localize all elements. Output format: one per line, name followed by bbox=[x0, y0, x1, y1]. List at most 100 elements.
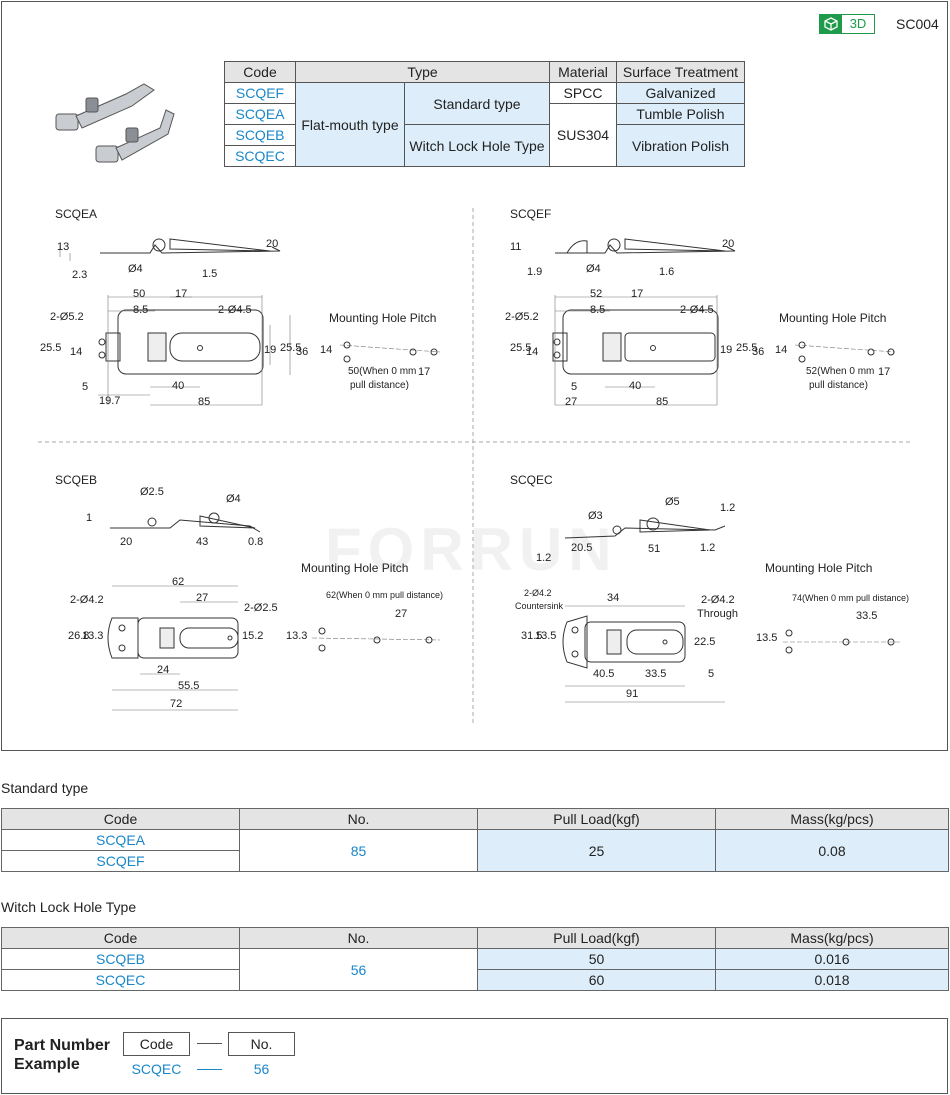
dim: 62 bbox=[172, 576, 185, 588]
code-link[interactable]: SCQEA bbox=[224, 103, 296, 125]
dim: 11 bbox=[510, 241, 522, 253]
pn-code-header: Code bbox=[123, 1032, 190, 1056]
drawing-label-scqeb: SCQEB bbox=[55, 473, 98, 487]
dim: 31.5 bbox=[521, 630, 543, 642]
mass-value: 0.08 bbox=[715, 829, 949, 872]
3d-label: 3D bbox=[849, 16, 867, 31]
dim: Through bbox=[697, 608, 738, 620]
dim: 20 bbox=[722, 238, 735, 250]
cube-icon bbox=[820, 15, 842, 33]
dim: 40 bbox=[629, 380, 642, 392]
material-sus: SUS304 bbox=[549, 103, 617, 167]
pn-no-example: 56 bbox=[253, 1061, 270, 1077]
product-photo bbox=[55, 83, 175, 163]
dim: 55.5 bbox=[178, 680, 200, 692]
dim: 85 bbox=[198, 396, 211, 408]
dim: 26.8 bbox=[68, 630, 90, 642]
col-pull-load: Pull Load(kgf) bbox=[477, 927, 716, 949]
code-link[interactable]: SCQEC bbox=[224, 145, 296, 167]
no-value[interactable]: 56 bbox=[239, 948, 478, 991]
dim: 20.5 bbox=[571, 542, 593, 554]
dim: 1 bbox=[86, 512, 93, 524]
dim: 22.5 bbox=[694, 636, 716, 648]
dim: 5 bbox=[571, 381, 578, 393]
mounting-title: Mounting Hole Pitch bbox=[779, 311, 887, 325]
dim: 15.2 bbox=[242, 630, 264, 642]
drawing-label-scqea: SCQEA bbox=[55, 207, 98, 221]
dim: Ø5 bbox=[665, 496, 680, 508]
dim: 36 bbox=[752, 346, 765, 358]
col-no: No. bbox=[239, 808, 478, 830]
col-pull-load: Pull Load(kgf) bbox=[477, 808, 716, 830]
dim: 52 bbox=[590, 288, 603, 300]
dim: 2-Ø4.5 bbox=[680, 304, 714, 316]
pn-separator bbox=[197, 1069, 222, 1070]
dim: 1.9 bbox=[527, 266, 543, 278]
dim: 85 bbox=[656, 396, 669, 408]
code-link[interactable]: SCQEF bbox=[224, 82, 296, 104]
dim: Ø4 bbox=[128, 263, 143, 275]
dim: 43 bbox=[196, 536, 209, 548]
part-number-label-line2: Example bbox=[14, 1056, 80, 1073]
scqea-drawing bbox=[59, 238, 441, 406]
dim: Ø4 bbox=[226, 493, 241, 505]
drawing-dividers bbox=[38, 208, 912, 725]
dim: Countersink bbox=[515, 601, 564, 611]
dim: 5 bbox=[708, 668, 715, 680]
3d-model-button[interactable]: 3D bbox=[819, 14, 875, 34]
dim: 2-Ø4.5 bbox=[218, 304, 252, 316]
dim: 1.2 bbox=[700, 542, 716, 554]
col-type: Type bbox=[295, 61, 550, 83]
dim: 40.5 bbox=[593, 668, 615, 680]
standard-section-title: Standard type bbox=[1, 780, 89, 796]
col-code: Code bbox=[1, 927, 240, 949]
code-link[interactable]: SCQEF bbox=[1, 850, 240, 872]
pitch-dim: 50(When 0 mm bbox=[348, 366, 417, 377]
pitch-dim: 17 bbox=[878, 366, 891, 378]
dim: 8.5 bbox=[133, 304, 149, 316]
dim: 1.6 bbox=[659, 266, 675, 278]
lock-table: Code No. Pull Load(kgf) Mass(kg/pcs) SCQ… bbox=[1, 927, 949, 991]
dim: 1.2 bbox=[536, 552, 552, 564]
series-code: SC004 bbox=[896, 16, 939, 32]
dim: 27 bbox=[196, 592, 209, 604]
dim: 34 bbox=[607, 592, 620, 604]
no-value[interactable]: 85 bbox=[239, 829, 478, 872]
col-mass: Mass(kg/pcs) bbox=[715, 808, 949, 830]
scqec-drawing bbox=[562, 517, 900, 703]
mounting-title: Mounting Hole Pitch bbox=[301, 561, 409, 575]
dim: 13.5 bbox=[535, 630, 557, 642]
col-material: Material bbox=[549, 61, 617, 83]
type-main: Flat-mouth type bbox=[295, 82, 405, 167]
dim: 17 bbox=[175, 288, 188, 300]
dim: 36 bbox=[296, 346, 309, 358]
code-link[interactable]: SCQEC bbox=[1, 969, 240, 991]
dim: 14 bbox=[70, 346, 83, 358]
dim: 20 bbox=[266, 238, 279, 250]
dim: 20 bbox=[120, 536, 133, 548]
lock-section-title: Witch Lock Hole Type bbox=[1, 899, 137, 915]
code-link[interactable]: SCQEB bbox=[1, 948, 240, 970]
dim: 2-Ø2.5 bbox=[244, 602, 278, 614]
dim: 72 bbox=[170, 698, 183, 710]
col-no: No. bbox=[239, 927, 478, 949]
mounting-title: Mounting Hole Pitch bbox=[329, 311, 437, 325]
spec-table: Code Type Material Surface Treatment SCQ… bbox=[224, 61, 745, 167]
pitch-dim: 27 bbox=[395, 608, 408, 620]
code-link[interactable]: SCQEA bbox=[1, 829, 240, 851]
pitch-dim: 13.5 bbox=[756, 632, 778, 644]
dim: 27 bbox=[565, 396, 578, 408]
dim: 0.8 bbox=[248, 536, 264, 548]
dim: 19.7 bbox=[99, 395, 121, 407]
part-number-label: Part Number Example bbox=[14, 1036, 110, 1074]
dim: 2.3 bbox=[72, 269, 88, 281]
dim: 5 bbox=[82, 381, 89, 393]
col-mass: Mass(kg/pcs) bbox=[715, 927, 949, 949]
pitch-dim: 13.3 bbox=[286, 630, 308, 642]
dim: 19 bbox=[264, 344, 277, 356]
dim: 2-Ø4.2 bbox=[70, 594, 104, 606]
dim: 91 bbox=[626, 688, 639, 700]
mounting-title: Mounting Hole Pitch bbox=[765, 561, 873, 575]
surface-tumble: Tumble Polish bbox=[616, 103, 745, 125]
dim: 8.5 bbox=[590, 304, 606, 316]
